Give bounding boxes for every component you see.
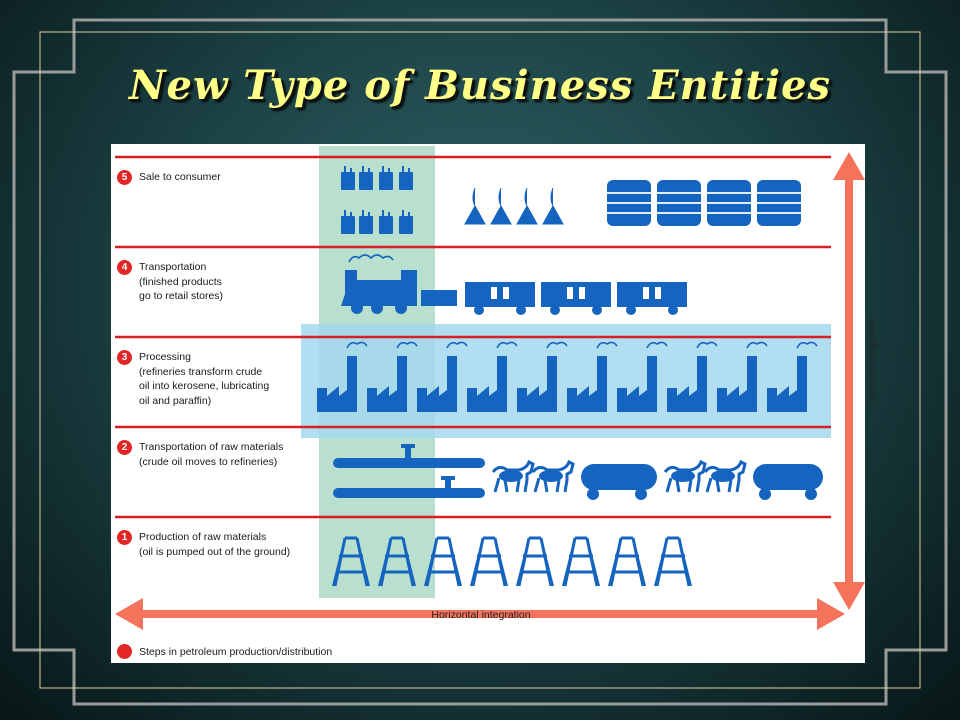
vertical-integration-arrow <box>833 152 865 610</box>
step-5-badge: 5 <box>117 170 132 185</box>
horizontal-integration-arrow <box>115 598 845 630</box>
step-3-line-2: (refineries transform crude <box>139 365 263 378</box>
step-1-badge: 1 <box>117 530 132 545</box>
funnel-lamp-icon <box>464 187 564 225</box>
petroleum-integration-diagram: 5 Sale to consumer 4 Transportation (fin… <box>111 144 878 663</box>
step-4-line-1: Transportation <box>139 261 207 273</box>
step-4-line-3: go to retail stores) <box>139 290 224 302</box>
step-3-badge: 3 <box>117 350 132 365</box>
step-2-line-1: Transportation of raw materials <box>139 441 284 453</box>
vertical-integration-label: Vertical integration <box>866 316 878 404</box>
slide-title: New Type of Business Entities <box>128 62 832 109</box>
step-1-line-1: Production of raw materials <box>139 531 267 543</box>
legend-label: Steps in petroleum production/distributi… <box>139 646 333 658</box>
step-2-badge: 2 <box>117 440 132 455</box>
step-3-line-3: oil into kerosene, lubricating <box>139 380 270 392</box>
oil-barrel-icon <box>606 179 802 227</box>
pipeline-valve-icon <box>333 444 485 498</box>
locomotive-icon <box>341 254 457 314</box>
horizontal-integration-band <box>301 324 831 438</box>
step-5-line-1: Sale to consumer <box>139 171 221 183</box>
horse-wagon-tanker-icon <box>491 460 823 500</box>
legend-dot-icon <box>117 644 132 659</box>
step-4-badge: 4 <box>117 260 132 275</box>
row-dividers <box>115 155 831 519</box>
step-1-line-2: (oil is pumped out of the ground) <box>139 545 291 558</box>
horizontal-integration-label: Horizontal integration <box>431 609 531 621</box>
diagram-graphics <box>115 146 865 630</box>
step-3-line-4: oil and paraffin) <box>139 394 212 407</box>
train-car-icon <box>465 282 687 315</box>
step-4-line-2: (finished products <box>139 275 222 288</box>
step-2-line-2: (crude oil moves to refineries) <box>139 455 278 468</box>
step-3-line-1: Processing <box>139 351 191 363</box>
